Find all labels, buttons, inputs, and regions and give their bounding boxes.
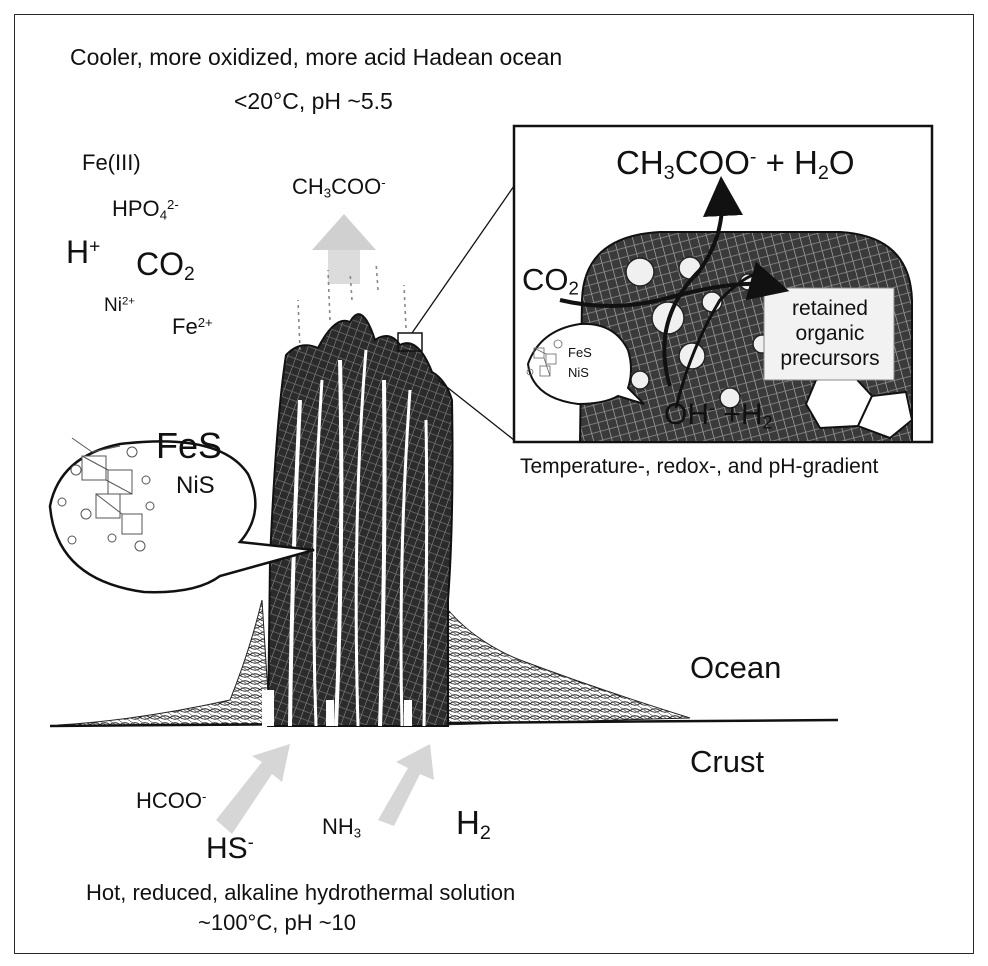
- vent-condition-line1: Hot, reduced, alkaline hydrothermal solu…: [86, 882, 515, 904]
- chimney: [262, 262, 453, 726]
- product-up-arrow: [312, 214, 376, 284]
- inset-co2: CO2: [522, 264, 579, 295]
- species-hs: HS-: [206, 834, 254, 864]
- inset-product: CH3COO- + H2O: [616, 146, 855, 179]
- inset-retained-label: retained organic precursors: [770, 296, 890, 372]
- species-fe3: Fe(III): [82, 152, 141, 174]
- inset-nis: NiS: [568, 366, 589, 379]
- ocean-condition-line1: Cooler, more oxidized, more acid Hadean …: [70, 46, 562, 69]
- inset-caption: Temperature-, redox-, and pH-gradient: [520, 456, 878, 477]
- ocean-condition-line2: <20°C, pH ~5.5: [234, 90, 393, 113]
- product-acetate: CH3COO-: [292, 176, 386, 198]
- bubble-fes: FeS: [156, 428, 222, 464]
- species-nh3: NH3: [322, 816, 361, 838]
- species-co2: CO2: [136, 248, 195, 280]
- species-fe2: Fe2+: [172, 316, 213, 338]
- bubble-nis: NiS: [176, 474, 215, 498]
- inset-oh-h2: OH- +H2: [664, 400, 773, 430]
- species-h2: H2: [456, 806, 491, 839]
- species-hpo4: HPO42-: [112, 198, 179, 220]
- vent-condition-line2: ~100°C, pH ~10: [198, 912, 356, 934]
- label-crust: Crust: [690, 746, 764, 777]
- species-hcoo: HCOO-: [136, 790, 206, 812]
- inset-fes: FeS: [568, 346, 592, 359]
- species-h-plus: H+: [66, 236, 100, 268]
- species-ni2: Ni2+: [104, 296, 135, 315]
- label-ocean: Ocean: [690, 652, 781, 683]
